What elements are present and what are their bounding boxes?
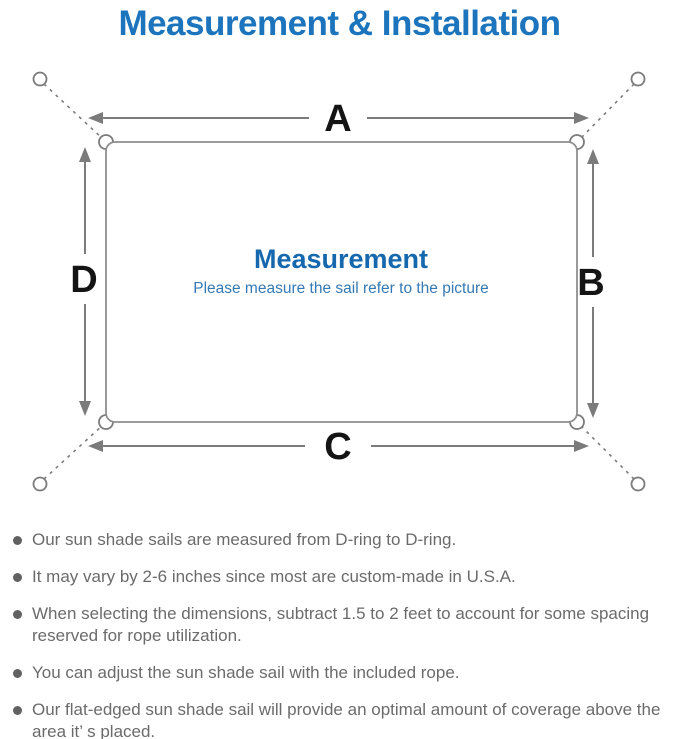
corner-ropes [43, 83, 635, 480]
note-item: You can adjust the sun shade sail with t… [13, 662, 673, 684]
sail-outline [105, 141, 578, 423]
bullet-icon [13, 536, 22, 545]
bullet-icon [13, 573, 22, 582]
note-item: When selecting the dimensions, subtract … [13, 603, 673, 647]
bullet-icon [13, 610, 22, 619]
dimension-label-left: D [70, 259, 97, 301]
note-item: It may vary by 2-6 inches since most are… [13, 566, 673, 588]
note-text: You can adjust the sun shade sail with t… [32, 663, 460, 682]
arrowhead-up-icon [79, 147, 91, 162]
arrowhead-down-icon [587, 403, 599, 418]
dimension-label-top: A [324, 98, 351, 140]
rope-top-left [43, 83, 105, 141]
anchor-rings [32, 71, 646, 492]
bullet-icon [13, 706, 22, 715]
dimension-arrow-left [79, 147, 91, 416]
arrowhead-right-icon [574, 112, 589, 124]
measurement-diagram: A C D B Measurement Please measure the s… [32, 71, 646, 492]
anchor-ring-icon [630, 476, 646, 492]
arrowhead-up-icon [587, 149, 599, 164]
diagram-center-title: Measurement [254, 244, 428, 274]
dimension-label-right: B [577, 262, 604, 304]
anchor-ring-icon [630, 71, 646, 87]
note-item: Our sun shade sails are measured from D-… [13, 529, 673, 551]
note-text: Our flat-edged sun shade sail will provi… [32, 700, 661, 739]
dimension-arrow-top [88, 112, 589, 124]
note-text: Our sun shade sails are measured from D-… [32, 530, 457, 549]
arrowhead-down-icon [79, 401, 91, 416]
arrowhead-left-icon [88, 112, 103, 124]
arrowhead-left-icon [88, 440, 103, 452]
rope-bottom-left [43, 423, 105, 480]
page-title: Measurement & Installation [118, 4, 561, 43]
note-text: It may vary by 2-6 inches since most are… [32, 567, 516, 586]
arrowhead-right-icon [574, 440, 589, 452]
rope-top-right [578, 83, 635, 141]
diagram-center-subtitle: Please measure the sail refer to the pic… [193, 280, 489, 297]
anchor-ring-icon [32, 71, 48, 87]
dimension-label-bottom: C [324, 426, 351, 468]
dimension-arrow-bottom [88, 440, 589, 452]
notes-list: Our sun shade sails are measured from D-… [0, 529, 679, 739]
dimension-arrow-right [587, 149, 599, 418]
bullet-icon [13, 669, 22, 678]
note-text: When selecting the dimensions, subtract … [32, 604, 650, 645]
note-item: Our flat-edged sun shade sail will provi… [13, 699, 673, 739]
rope-bottom-right [578, 423, 635, 480]
anchor-ring-icon [32, 476, 48, 492]
